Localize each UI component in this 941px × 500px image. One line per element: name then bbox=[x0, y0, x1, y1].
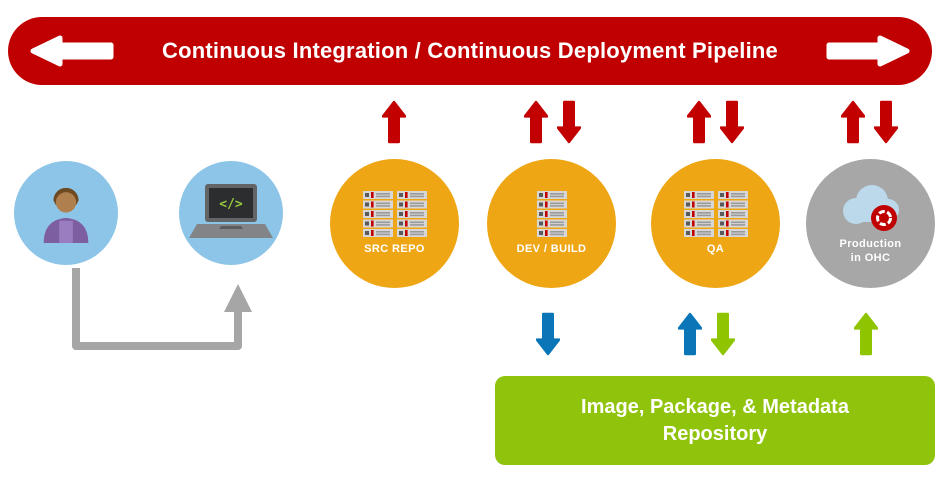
developer-node bbox=[14, 161, 118, 265]
repo-to-qa-arrow-icon bbox=[678, 308, 702, 360]
src-repo-up-arrow-icon bbox=[382, 96, 406, 148]
dev-build-to-repo-arrow-icon bbox=[536, 308, 560, 360]
dev-build-node: DEV / BUILD bbox=[487, 159, 616, 288]
production-label-line2: in OHC bbox=[850, 252, 891, 264]
production-up-arrow-icon bbox=[841, 96, 865, 148]
cloud-openshift-icon bbox=[842, 185, 899, 232]
src-repo-node: SRC REPO bbox=[330, 159, 459, 288]
server-stack-icon bbox=[537, 191, 567, 238]
developer-to-workstation-arrow bbox=[72, 268, 252, 350]
qa-label: QA bbox=[706, 242, 725, 255]
dev-build-label: DEV / BUILD bbox=[516, 242, 587, 255]
person-icon bbox=[43, 187, 89, 244]
production-node: Production in OHC bbox=[806, 159, 935, 288]
production-label: Production in OHC bbox=[839, 238, 901, 266]
repository-box: Image, Package, & Metadata Repository bbox=[495, 376, 935, 465]
repo-to-production-arrow-icon bbox=[854, 308, 878, 360]
pipeline-title: Continuous Integration / Continuous Depl… bbox=[162, 38, 778, 63]
server-stack-icon bbox=[363, 191, 427, 238]
repository-label-line2: Repository bbox=[662, 422, 768, 445]
qa-down-arrow-icon bbox=[720, 96, 744, 148]
code-glyph: </> bbox=[219, 197, 243, 212]
right-arrow-icon bbox=[826, 35, 910, 67]
qa-up-arrow-icon bbox=[687, 96, 711, 148]
qa-node: QA bbox=[651, 159, 780, 288]
server-stack-icon bbox=[684, 191, 748, 238]
production-down-arrow-icon bbox=[874, 96, 898, 148]
dev-build-up-arrow-icon bbox=[524, 96, 548, 148]
workstation-node: </> bbox=[179, 161, 283, 265]
pipeline-banner: Continuous Integration / Continuous Depl… bbox=[8, 17, 932, 85]
src-repo-label: SRC REPO bbox=[364, 242, 425, 255]
left-arrow-icon bbox=[30, 35, 114, 67]
production-label-line1: Production bbox=[839, 238, 902, 251]
repository-label-line1: Image, Package, & Metadata bbox=[581, 395, 849, 418]
dev-build-down-arrow-icon bbox=[557, 96, 581, 148]
laptop-icon: </> bbox=[189, 184, 273, 238]
qa-to-repo-arrow-icon bbox=[711, 308, 735, 360]
